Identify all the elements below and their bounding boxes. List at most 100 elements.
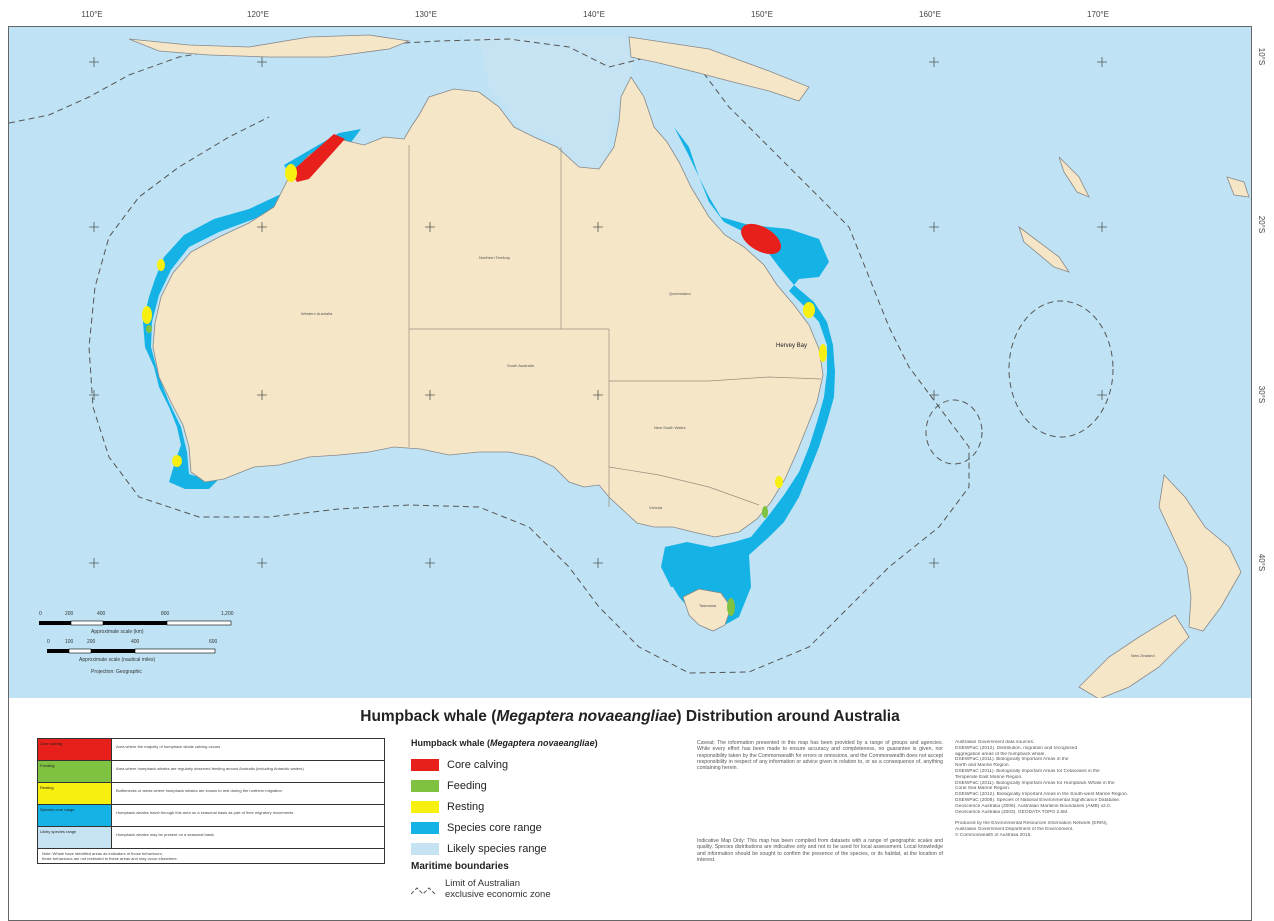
map-canvas: Western Australia Northern Territory Que… bbox=[9, 34, 1250, 699]
scale-tick: 100 bbox=[65, 639, 74, 645]
scale-tick: 0 bbox=[39, 611, 42, 617]
legend-label: Likely species range bbox=[447, 842, 547, 855]
likely-species-range-area bbox=[479, 37, 634, 177]
source-line: Coral Sea Marine Region. bbox=[955, 786, 1011, 792]
source-line: DSEWPaC (2011). Biologically Important A… bbox=[955, 768, 1100, 774]
scale-tick: 200 bbox=[65, 611, 74, 617]
indonesia-islands bbox=[128, 34, 411, 58]
table-cell-desc: Bottlenecks or areas where humpback whal… bbox=[116, 788, 282, 793]
scale-tick: 200 bbox=[87, 639, 96, 645]
indicative-text: Indicative Map Only: This map has been c… bbox=[697, 838, 943, 863]
legend-item: Feeding bbox=[411, 775, 691, 796]
resting-area bbox=[819, 344, 827, 362]
title-suffix: ) Distribution around Australia bbox=[676, 708, 900, 725]
new-zealand-south-island bbox=[1078, 614, 1190, 699]
source-line: Australian Government Department of the … bbox=[955, 826, 1074, 832]
table-cell-name: Species core range bbox=[38, 805, 112, 826]
source-line: Geoscience Australia (2003). GEODATA TOP… bbox=[955, 809, 1069, 815]
legend-item: Species core range bbox=[411, 817, 691, 838]
longitude-label: 170°E bbox=[1087, 10, 1109, 19]
latitude-label: 30°S bbox=[1256, 385, 1266, 404]
border-nsw-vic bbox=[608, 466, 760, 506]
source-line: aggregation areas of the humpback whale. bbox=[955, 751, 1046, 757]
legend-item: Resting bbox=[411, 796, 691, 817]
source-line: Temperate East Marine Region. bbox=[955, 774, 1023, 780]
table-row: Resting Bottlenecks or areas where humpb… bbox=[38, 783, 384, 805]
scale-tick: 400 bbox=[97, 611, 106, 617]
table-cell-name: Feeding bbox=[38, 761, 112, 782]
core-calving-whitsundays bbox=[741, 223, 781, 255]
longitude-label: 110°E bbox=[81, 10, 103, 19]
feeding-area bbox=[762, 506, 768, 518]
table-cell-name: Core calving bbox=[38, 739, 112, 760]
scale-tick: 0 bbox=[47, 639, 50, 645]
longitude-label: 140°E bbox=[583, 10, 605, 19]
longitude-label: 160°E bbox=[919, 10, 941, 19]
legend-label: Species core range bbox=[447, 821, 542, 834]
resting-area bbox=[172, 455, 182, 467]
longitude-labels: 110°E 120°E 130°E 140°E 150°E 160°E 170°… bbox=[0, 0, 1274, 26]
legend-swatch bbox=[411, 821, 439, 834]
region-label: Queensland bbox=[669, 291, 691, 296]
table-cell-name: Resting bbox=[38, 783, 112, 804]
source-line: DSEWPaC (2012). Distribution, migration … bbox=[955, 745, 1078, 751]
scale-tick: 600 bbox=[209, 639, 218, 645]
tasmania bbox=[682, 588, 732, 632]
legend-heading-species: Megaptera novaeangliae bbox=[490, 738, 595, 748]
feeding-area bbox=[146, 325, 152, 333]
region-label: New South Wales bbox=[654, 425, 686, 430]
data-sources: Australian Government data sources: DSEW… bbox=[955, 740, 1217, 839]
longitude-label: 130°E bbox=[415, 10, 437, 19]
table-cell-desc: Area where the majority of humpback whal… bbox=[116, 744, 221, 749]
source-line: DSEWPaC (2011). Biologically Important A… bbox=[955, 757, 1069, 763]
graticule bbox=[89, 57, 1107, 568]
eez-line-icon bbox=[411, 887, 436, 895]
table-notes: Note: Whale have identified areas as ind… bbox=[38, 849, 384, 863]
source-line: DSEWPaC (2012). Biologically Important A… bbox=[955, 792, 1129, 798]
feeding-area bbox=[727, 598, 735, 616]
source-line: Geoscience Australia (2006). Australian … bbox=[955, 803, 1111, 809]
behaviour-table: Core calving Area where the majority of … bbox=[37, 738, 385, 864]
table-row: Core calving Area where the majority of … bbox=[38, 739, 384, 761]
latitude-label: 10°S bbox=[1256, 47, 1266, 66]
legend-panel: Humpback whale (Megaptera novaeangliae) … bbox=[8, 698, 1252, 921]
latitude-label: 20°S bbox=[1256, 215, 1266, 234]
border-qld-nsw bbox=[609, 376, 822, 382]
region-label: Western Australia bbox=[301, 311, 333, 316]
scale-tick: 1,200 bbox=[221, 611, 234, 617]
table-cell-desc: Area where humpback whales are regularly… bbox=[116, 766, 304, 771]
map-title: Humpback whale (Megaptera novaeangliae) … bbox=[9, 708, 1251, 726]
scale-bar: 0 200 400 800 1,200 Approximate scale (k… bbox=[39, 609, 239, 699]
legend-item: Likely species range bbox=[411, 838, 691, 859]
source-line: DSEWPaC (2011). Biologically Important A… bbox=[955, 780, 1115, 786]
eez-boundary-norfolk bbox=[1008, 300, 1114, 438]
scale-tick: 800 bbox=[161, 611, 170, 617]
scale-bar-graphic bbox=[39, 620, 232, 654]
source-line: Australian Government data sources: bbox=[955, 740, 1035, 745]
resting-area bbox=[803, 302, 815, 318]
legend-heading-suffix: ) bbox=[594, 738, 598, 748]
latitude-label: 40°S bbox=[1256, 553, 1266, 572]
longitude-label: 120°E bbox=[247, 10, 269, 19]
table-note: Note: Whale have identified areas as ind… bbox=[42, 851, 163, 856]
region-label: Tasmania bbox=[699, 603, 717, 608]
legend-item: Core calving bbox=[411, 754, 691, 775]
legend-swatch bbox=[411, 758, 439, 771]
region-label: Northern Territory bbox=[479, 255, 510, 260]
eez-label-line: exclusive economic zone bbox=[445, 889, 551, 900]
projection-label: Projection: Geographic bbox=[91, 669, 142, 675]
caveat-text: Caveat: The information presented in thi… bbox=[697, 740, 943, 772]
table-row: Likely species range Humpback whales may… bbox=[38, 827, 384, 849]
resting-area bbox=[157, 259, 165, 271]
table-cell-name: Likely species range bbox=[38, 827, 112, 848]
legend-heading: Humpback whale (Megaptera novaeangliae) bbox=[411, 738, 691, 748]
table-row: Species core range Humpback whales trave… bbox=[38, 805, 384, 827]
legend-label: Core calving bbox=[447, 758, 509, 771]
map-area: Western Australia Northern Territory Que… bbox=[8, 26, 1252, 700]
region-label: New Zealand bbox=[1131, 653, 1155, 658]
papua-new-guinea bbox=[628, 36, 810, 102]
species-core-range-east bbox=[661, 127, 835, 587]
longitude-label: 150°E bbox=[751, 10, 773, 19]
resting-area bbox=[142, 306, 152, 324]
